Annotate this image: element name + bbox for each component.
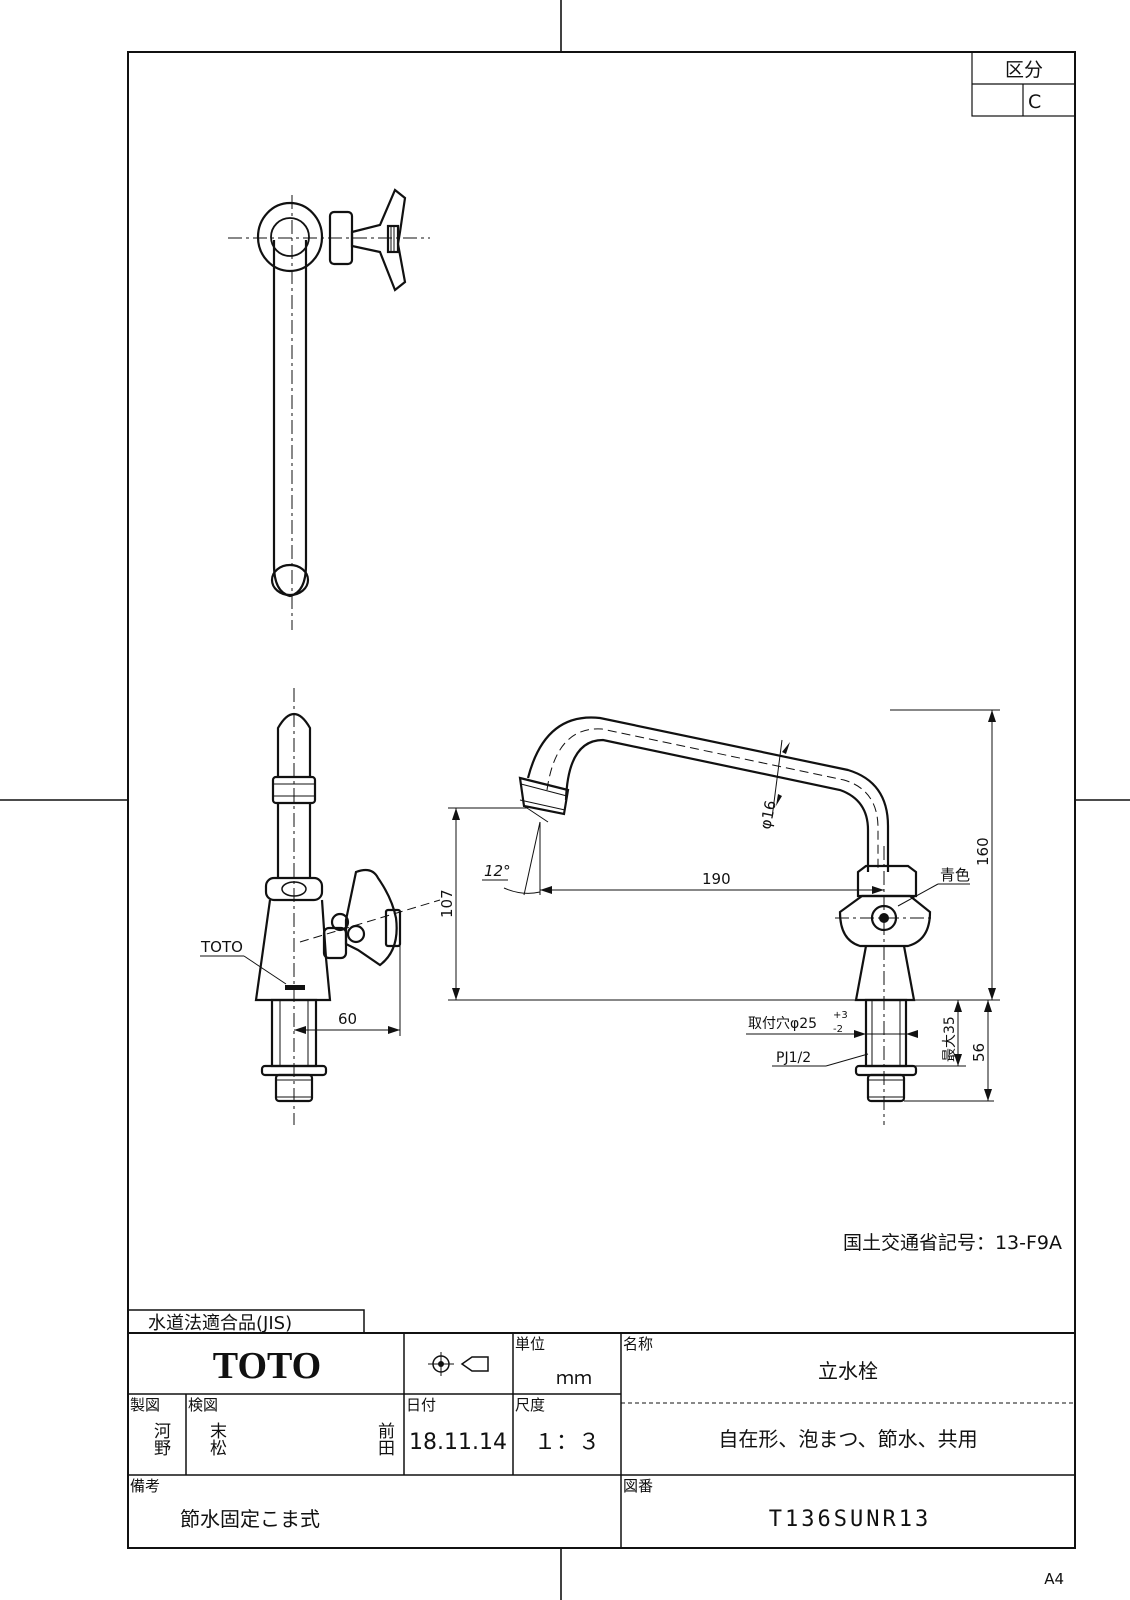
mlit-code: 国土交通省記号：13-F9A [843, 1232, 1062, 1254]
date-header: 日付 [406, 1396, 436, 1414]
checked-header: 検図 [188, 1396, 218, 1414]
division-box: 区分 C [971, 51, 1076, 117]
date-value: 18.11.14 [409, 1430, 507, 1455]
remarks-value: 節水固定こま式 [180, 1507, 320, 1531]
drawn-name: 河野 [150, 1422, 171, 1456]
name-value: 立水栓 [818, 1359, 878, 1383]
drawing-frame [127, 51, 1076, 1549]
remarks-header: 備考 [130, 1477, 160, 1495]
toto-label: TOTO [200, 938, 243, 956]
division-value: C [1028, 91, 1041, 113]
checked-name-1: 末松 [206, 1422, 227, 1456]
unit-value: ｍｍ [556, 1368, 592, 1389]
division-header: 区分 [1005, 59, 1043, 81]
front-view: TOTO 60 [200, 688, 441, 1125]
dim-107: 107 [438, 889, 456, 918]
dim-mount-hole: 取付穴φ25 [748, 1016, 817, 1032]
paper-size: A4 [1044, 1570, 1064, 1588]
dim-max35: 最大35 [942, 1016, 958, 1062]
top-view [228, 188, 430, 630]
dim-56: 56 [970, 1043, 988, 1062]
third-angle-projection-icon [428, 1352, 489, 1376]
drawing-no-header: 図番 [623, 1477, 653, 1495]
scale-value: １：３ [534, 1430, 600, 1455]
dim-190: 190 [702, 870, 731, 888]
dim-mount-hole-tol-minus: -2 [833, 1024, 843, 1035]
title-block: 水道法適合品(JIS) TOTO 単位 ｍｍ 名称 立水栓 製図 河野 検図 末… [127, 1309, 1075, 1548]
dim-12deg: 12° [484, 862, 511, 880]
dim-thread: PJ1/2 [776, 1050, 811, 1066]
dim-160: 160 [974, 837, 992, 866]
side-view: 160 107 190 12° φ16 青色 最大 [438, 709, 1000, 1125]
unit-header: 単位 [515, 1335, 545, 1353]
checked-name-2: 前田 [374, 1422, 395, 1456]
dim-phi16: φ16 [756, 799, 780, 831]
drawing-no-value: T136SUNR13 [769, 1507, 931, 1532]
compliance-label: 水道法適合品(JIS) [148, 1313, 292, 1334]
brand-logo: TOTO [213, 1345, 321, 1387]
name-header: 名称 [623, 1335, 653, 1353]
scale-header: 尺度 [515, 1396, 545, 1414]
drawn-header: 製図 [130, 1396, 160, 1414]
description-value: 自在形、泡まつ、節水、共用 [718, 1427, 977, 1451]
dim-mount-hole-tol-plus: +3 [833, 1010, 848, 1021]
blue-color-label: 青色 [940, 866, 970, 884]
dim-60: 60 [338, 1010, 357, 1028]
